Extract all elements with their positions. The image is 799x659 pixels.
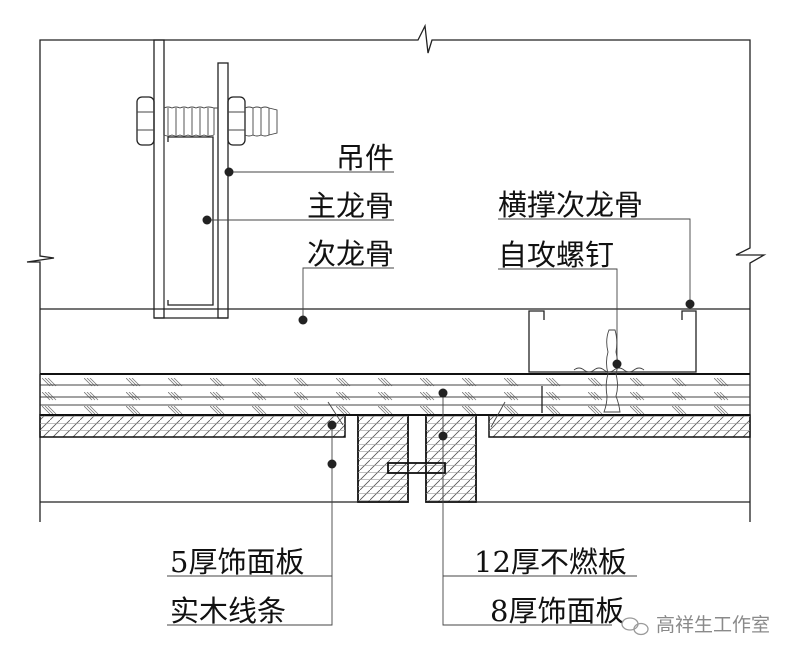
main-keel-channel — [163, 135, 214, 308]
wechat-icon — [621, 617, 649, 636]
label-secondary-keel: 次龙骨 — [307, 237, 394, 271]
hanger — [153, 39, 229, 319]
label-face-board-8mm: 8厚饰面板 — [490, 594, 624, 628]
noncombustible-board-12mm — [39, 373, 750, 416]
leader-dots — [202, 167, 695, 469]
label-hanger: 吊件 — [336, 141, 394, 175]
outer-boundary — [26, 23, 767, 522]
label-self-tapping-screw: 自攻螺钉 — [498, 238, 614, 272]
label-noncombustible-board-12mm: 12厚不燃板 — [474, 545, 627, 579]
label-face-board-5mm: 5厚饰面板 — [170, 545, 304, 579]
leader-lines — [167, 171, 691, 626]
cross-secondary-keel — [528, 310, 697, 373]
label-solid-wood-trim: 实木线条 — [170, 594, 286, 628]
solid-wood-trim — [357, 414, 477, 503]
watermark-text: 高祥生工作室 — [656, 614, 770, 636]
label-cross-secondary-keel: 横撑次龙骨 — [498, 188, 643, 222]
label-main-keel: 主龙骨 — [307, 189, 394, 223]
watermark: 高祥生工作室 — [621, 614, 770, 636]
bolt — [136, 96, 278, 146]
face-board-5mm — [39, 401, 751, 438]
